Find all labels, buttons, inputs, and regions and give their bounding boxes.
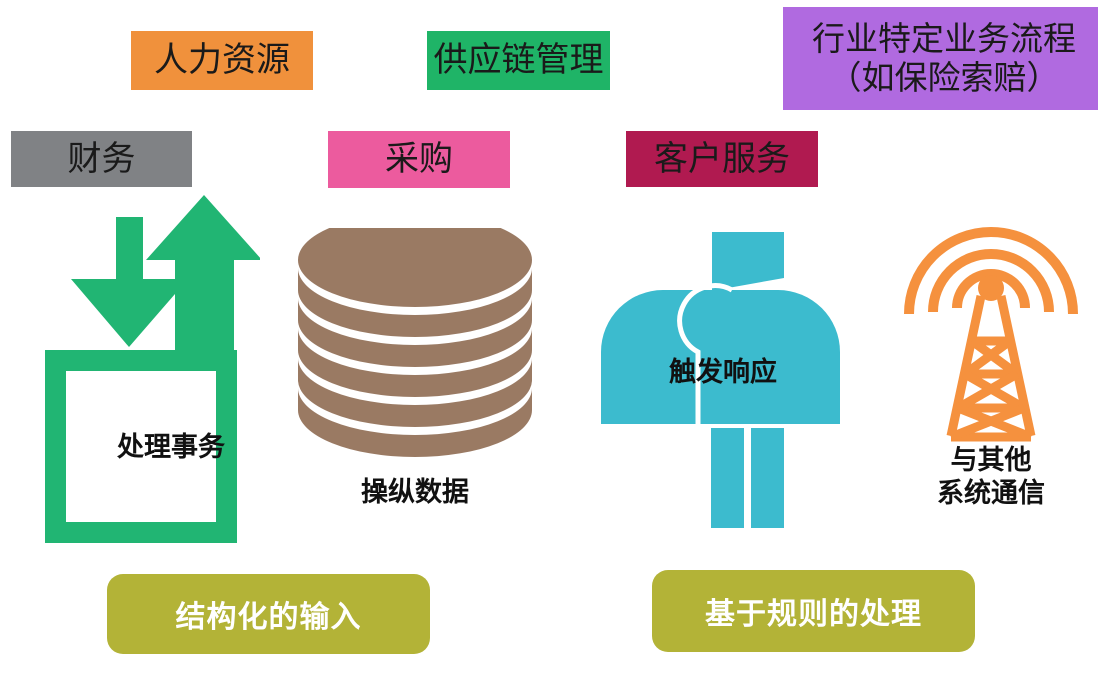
category-chip-customer-service: 客户服务 [626, 131, 818, 187]
icon-group-communicate-systems: 与其他 系统通信 [893, 196, 1088, 508]
icon-caption-communicate-systems: 与其他 系统通信 [881, 444, 1098, 510]
icon-caption-trigger-response: 触发响应 [669, 357, 777, 387]
pill-structured-input: 结构化的输入 [107, 574, 430, 654]
category-chip-industry-specific-label: 行业特定业务流程 （如保险索赔） [812, 19, 1076, 96]
category-chip-customer-service-label: 客户服务 [654, 139, 790, 178]
category-chip-industry-specific: 行业特定业务流程 （如保险索赔） [783, 7, 1098, 110]
pill-rule-based-processing: 基于规则的处理 [652, 570, 975, 652]
icon-group-process-transactions: 处理事务 [30, 195, 260, 550]
category-chip-finance-label: 财务 [67, 139, 136, 178]
icon-caption-communicate-systems-line1: 与其他 [950, 445, 1032, 475]
box-with-in-out-arrows-icon [45, 195, 260, 543]
category-chip-purchasing: 采购 [328, 131, 510, 188]
pill-structured-input-label: 结构化的输入 [175, 601, 362, 634]
icon-group-manipulate-data: 操纵数据 [290, 213, 540, 518]
mailbox-icon [601, 232, 840, 528]
antenna-tower-icon [904, 227, 1078, 442]
category-chip-hr: 人力资源 [131, 31, 313, 90]
category-chip-finance: 财务 [11, 131, 192, 187]
database-stack-icon [298, 213, 532, 457]
icon-caption-manipulate-data: 操纵数据 [361, 477, 469, 507]
category-chip-supply-chain-label: 供应链管理 [433, 41, 604, 80]
category-chip-hr-label: 人力资源 [154, 41, 290, 80]
icon-caption-process-transactions: 处理事务 [117, 432, 225, 462]
category-chip-supply-chain: 供应链管理 [427, 31, 610, 90]
category-chip-purchasing-label: 采购 [385, 140, 453, 179]
icon-caption-communicate-systems-line2: 系统通信 [937, 477, 1045, 508]
pill-rule-based-processing-label: 基于规则的处理 [705, 598, 922, 631]
icon-group-trigger-response: 触发响应 [598, 222, 848, 532]
antenna-emitter-dot [978, 275, 1004, 301]
